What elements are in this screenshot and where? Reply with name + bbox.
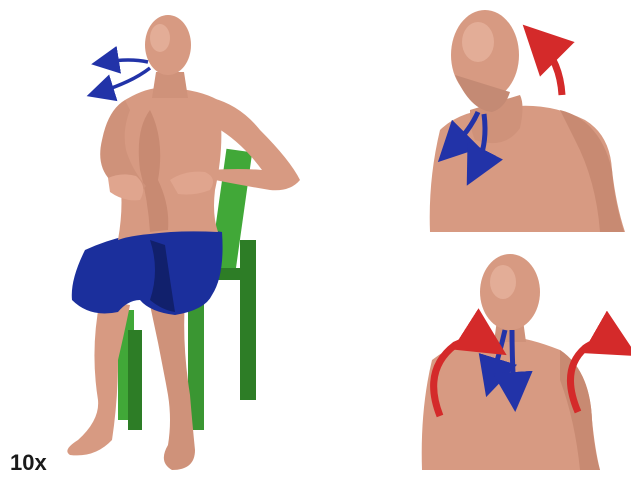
bowed-head-figure bbox=[430, 10, 625, 232]
seated-figure bbox=[67, 15, 300, 470]
exhale-arrow-icon bbox=[100, 60, 150, 92]
repetition-count: 10x bbox=[10, 452, 47, 474]
shoulder-roll-arrow-icon bbox=[540, 42, 562, 95]
